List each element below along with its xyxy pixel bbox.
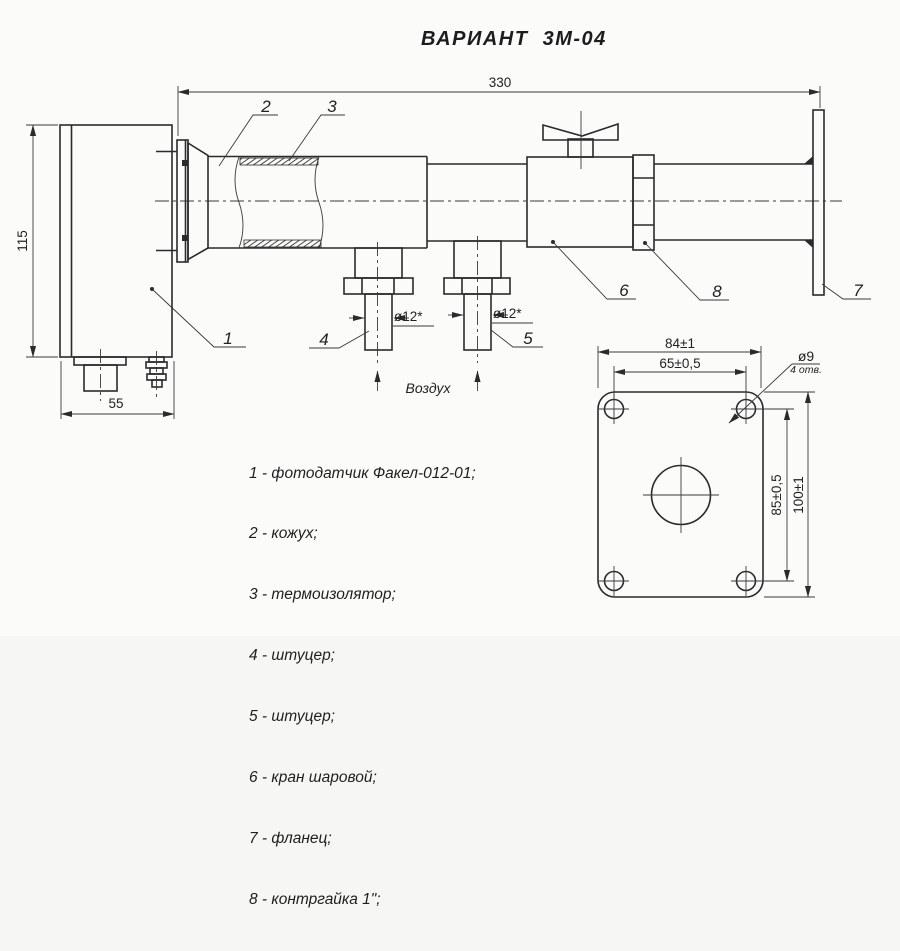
svg-text:100±1: 100±1 (791, 476, 806, 513)
svg-text:85±0,5: 85±0,5 (769, 474, 784, 515)
svg-text:7: 7 (853, 281, 863, 300)
dimension-115: 115 (15, 124, 58, 358)
flange-hole-bottom-left (599, 566, 629, 596)
callout-2: 2 (218, 97, 278, 167)
technical-drawing: 330 115 55 ø12* ø12* (15, 75, 871, 598)
svg-text:4: 4 (319, 330, 328, 349)
callout-8: 8 (643, 241, 729, 301)
dimension-hole-dia: ø9 4 отв. (728, 348, 822, 424)
legend-item-5: 5 - штуцер; (249, 708, 335, 726)
insulator-strip-top (239, 157, 319, 166)
drawing-title: ВАРИАНТ 3М-04 (421, 28, 607, 50)
flange-center-bore (643, 457, 719, 533)
hole-dia-text: ø9 (798, 348, 815, 364)
casing-tube (208, 155, 428, 249)
legend-item-2: 2 - кожух; (249, 525, 318, 543)
svg-text:1: 1 (223, 329, 232, 348)
callout-3: 3 (288, 97, 345, 162)
insulator-strip-bottom (243, 239, 322, 248)
callout-5: 5 (490, 329, 543, 348)
svg-text:2: 2 (260, 97, 271, 116)
svg-text:6: 6 (619, 281, 629, 300)
dimension-100: 100±1 (764, 391, 815, 598)
dimension-55: 55 (60, 361, 175, 419)
svg-text:65±0,5: 65±0,5 (659, 356, 700, 371)
outlet-pipe-and-flange (654, 109, 825, 296)
middle-pipe (427, 163, 527, 242)
ball-valve (526, 111, 634, 248)
callout-7: 7 (821, 281, 871, 300)
locknut (632, 154, 655, 251)
fitting-5 (443, 236, 511, 391)
bolt-fitting (145, 351, 168, 397)
dimension-85: 85±0,5 (757, 408, 794, 582)
dimension-84: 84±1 (597, 336, 762, 388)
dim-height-text: 115 (15, 230, 30, 252)
svg-text:8: 8 (712, 282, 722, 301)
legend-item-1: 1 - фотодатчик Факел-012-01; (249, 464, 476, 482)
drawing-sheet: ВАРИАНТ 3М-04 (15, 28, 871, 908)
legend-item-3: 3 - термоизолятор; (249, 586, 396, 604)
legend-item-7: 7 - фланец; (249, 829, 332, 847)
break-line-left (234, 156, 244, 249)
dimension-d12-fitting5: ø12* (448, 306, 533, 324)
cable-gland (73, 349, 127, 401)
dimension-65: 65±0,5 (613, 356, 747, 399)
parts-legend: 1 - фотодатчик Факел-012-01; 2 - кожух; … (249, 423, 476, 951)
callout-4: 4 (309, 330, 370, 349)
break-line-right (314, 156, 324, 249)
hole-count-text: 4 отв. (790, 364, 822, 376)
dimension-d12-fitting4: ø12* (349, 309, 434, 327)
fitting-4 (343, 242, 414, 391)
valve-handle (542, 122, 619, 141)
callout-6: 6 (551, 240, 636, 300)
legend-item-8: 8 - контргайка 1"; (249, 890, 381, 908)
dimension-330: 330 (177, 75, 821, 136)
svg-text:5: 5 (523, 329, 533, 348)
legend-item-4: 4 - штуцер; (249, 647, 335, 665)
photo-sensor-body (59, 124, 177, 358)
dim-fitting5-text: ø12* (493, 306, 522, 321)
legend-item-6: 6 - кран шаровой; (249, 769, 377, 787)
svg-text:3: 3 (327, 97, 337, 116)
callout-1: 1 (150, 287, 246, 348)
dim-width-text: 55 (108, 396, 123, 411)
flange-hole-bottom-right (731, 566, 761, 596)
dim-fitting4-text: ø12* (394, 309, 423, 324)
svg-text:84±1: 84±1 (665, 336, 695, 351)
flange-face-view: 84±1 65±0,5 ø9 4 отв. 85±0,5 (597, 336, 822, 598)
air-label: Воздух (406, 380, 452, 396)
mount-flange-and-cone (176, 139, 209, 263)
dim-overall-text: 330 (489, 75, 512, 90)
